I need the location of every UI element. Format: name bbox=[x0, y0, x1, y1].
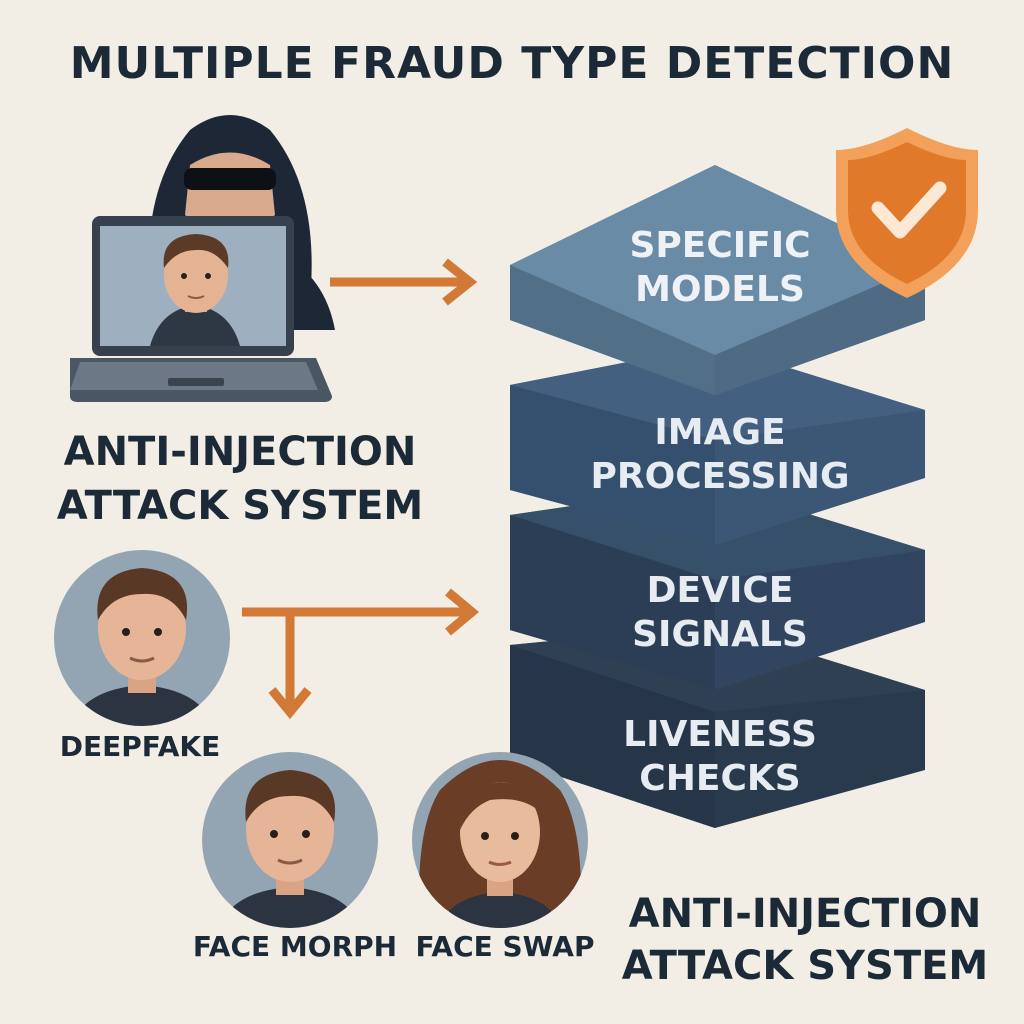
laptop-face-icon bbox=[150, 234, 240, 346]
shield-check-icon bbox=[836, 128, 978, 298]
right-caption-line-1: ANTI-INJECTION bbox=[628, 891, 982, 937]
layer-3-line-1: DEVICE bbox=[646, 570, 794, 611]
layer-1-label: SPECIFIC MODELS bbox=[510, 224, 930, 312]
layer-4-label: LIVENESS CHECKS bbox=[510, 713, 930, 801]
layer-3-label: DEVICE SIGNALS bbox=[510, 569, 930, 657]
deepfake-face-icon bbox=[54, 550, 230, 726]
layer-specific-models bbox=[510, 165, 925, 395]
arrow-deepfake-to-variants bbox=[268, 612, 312, 720]
arrow-deepfake-to-stack bbox=[242, 588, 480, 636]
left-caption: ANTI-INJECTION ATTACK SYSTEM bbox=[20, 425, 460, 533]
left-caption-line-1: ANTI-INJECTION bbox=[63, 429, 417, 475]
right-caption: ANTI-INJECTION ATTACK SYSTEM bbox=[610, 888, 1000, 992]
layer-1-line-2: MODELS bbox=[635, 269, 805, 310]
face-morph-icon bbox=[202, 752, 378, 928]
page-title: MULTIPLE FRAUD TYPE DETECTION bbox=[69, 38, 955, 89]
face-swap-label: FACE SWAP bbox=[415, 930, 595, 963]
layer-2-line-1: IMAGE bbox=[654, 412, 786, 453]
left-caption-line-2: ATTACK SYSTEM bbox=[56, 483, 424, 529]
layer-2-line-2: PROCESSING bbox=[590, 456, 850, 497]
right-caption-line-2: ATTACK SYSTEM bbox=[621, 943, 989, 989]
layer-stack bbox=[510, 165, 925, 828]
layer-image-processing bbox=[510, 345, 925, 545]
laptop-icon bbox=[70, 216, 332, 402]
deepfake-label: DEEPFAKE bbox=[59, 730, 221, 763]
layer-2-label: IMAGE PROCESSING bbox=[510, 411, 930, 499]
face-morph-label: FACE MORPH bbox=[192, 930, 398, 963]
layer-1-line-1: SPECIFIC bbox=[629, 225, 811, 266]
layer-4-line-2: CHECKS bbox=[639, 758, 801, 799]
layer-3-line-2: SIGNALS bbox=[632, 614, 808, 655]
layer-4-line-1: LIVENESS bbox=[623, 714, 817, 755]
face-swap-icon bbox=[412, 752, 588, 928]
arrow-laptop-to-stack bbox=[330, 258, 478, 306]
